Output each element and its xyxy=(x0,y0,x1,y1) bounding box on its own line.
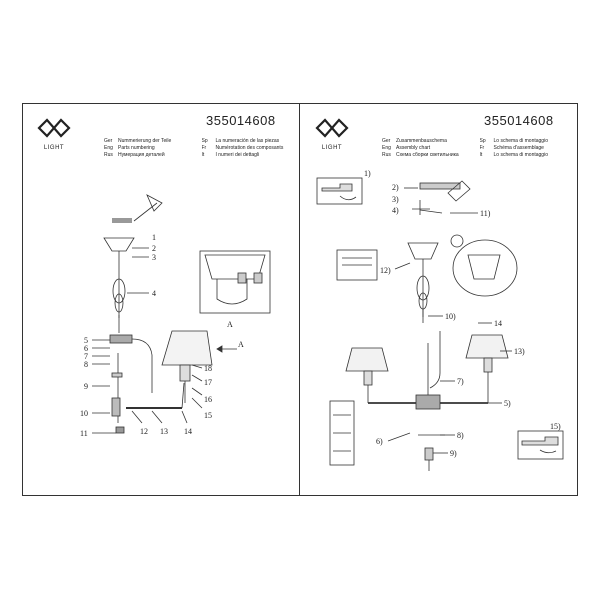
panel-divider xyxy=(299,103,300,496)
step-6-box xyxy=(329,400,355,466)
left-shade-icon xyxy=(345,347,389,372)
zoom-circle xyxy=(452,239,518,297)
canopy-icon xyxy=(103,237,135,252)
chain-link-icon xyxy=(416,275,430,301)
canopy-icon xyxy=(407,242,439,260)
callout-3: 3 xyxy=(152,253,156,262)
callout-13: 13 xyxy=(160,427,168,436)
callout-18: 18 xyxy=(204,364,212,373)
bracket-icon xyxy=(447,180,471,202)
right-shade-icon xyxy=(465,334,509,359)
product-code: 355014608 xyxy=(484,113,554,128)
callout-3: 3) xyxy=(392,195,399,204)
callout-9: 9) xyxy=(450,449,457,458)
logo-icon xyxy=(37,118,71,138)
callout-1: 1) xyxy=(364,169,371,178)
callout-4: 4) xyxy=(392,206,399,215)
callout-numbers: 1) 2) 3) 4) 11) 12) 10) 14 13) 7) 5) 6) … xyxy=(364,169,561,458)
callout-15: 15 xyxy=(204,411,212,420)
callout-11: 11 xyxy=(80,429,88,438)
step-15-box xyxy=(517,430,564,460)
callout-13: 13) xyxy=(514,347,525,356)
callout-7: 7 xyxy=(84,352,88,361)
finial-icon xyxy=(424,447,434,461)
logo-icon xyxy=(315,118,349,138)
screw-icon xyxy=(133,194,163,222)
brand-word: LIGHT xyxy=(43,145,65,151)
callout-4: 4 xyxy=(152,289,156,298)
step-1-box xyxy=(316,177,363,205)
arm-icon xyxy=(131,338,153,393)
callout-8: 8 xyxy=(84,360,88,369)
detail-label: A xyxy=(227,320,233,329)
callout-15: 15) xyxy=(550,422,561,431)
instruction-sheet xyxy=(22,103,578,496)
lamp-shade-icon xyxy=(161,330,213,366)
callout-6: 6 xyxy=(84,344,88,353)
callout-7: 7) xyxy=(457,377,464,386)
finial-icon xyxy=(115,426,125,434)
callout-14: 14 xyxy=(494,319,502,328)
callout-10: 10) xyxy=(445,312,456,321)
callout-16: 16 xyxy=(204,395,212,404)
arrow-label: A xyxy=(238,340,244,349)
callout-8: 8) xyxy=(457,431,464,440)
parts-diagram: 1 2 3 4 5 6 7 8 9 10 11 12 13 14 15 16 1… xyxy=(80,194,271,438)
callout-17: 17 xyxy=(204,378,212,387)
brand-logo: LIGHT xyxy=(36,117,72,151)
callout-10: 10 xyxy=(80,409,88,418)
detail-box xyxy=(199,250,271,314)
callout-2: 2 xyxy=(152,244,156,253)
callout-14: 14 xyxy=(184,427,192,436)
callout-9: 9 xyxy=(84,382,88,391)
brand-word: LIGHT xyxy=(321,145,343,151)
callout-12: 12 xyxy=(140,427,148,436)
step-12-box xyxy=(336,249,378,281)
callout-5: 5 xyxy=(84,336,88,345)
callout-numbers: 1 2 3 4 5 6 7 8 9 10 11 12 13 14 15 16 1… xyxy=(80,233,244,438)
callout-12: 12) xyxy=(380,266,391,275)
callout-6: 6) xyxy=(376,437,383,446)
brand-logo: LIGHT xyxy=(314,117,350,151)
assembly-diagram: 1) 2) 3) 4) 11) 12) 10) 14 13) 7) 5) 6) … xyxy=(316,169,564,471)
callout-11: 11) xyxy=(480,209,491,218)
callout-1: 1 xyxy=(152,233,156,242)
product-code: 355014608 xyxy=(206,113,276,128)
mounting-bracket-icon xyxy=(112,218,132,223)
callout-5: 5) xyxy=(504,399,511,408)
chain-link-icon xyxy=(112,278,126,304)
callout-2: 2) xyxy=(392,183,399,192)
